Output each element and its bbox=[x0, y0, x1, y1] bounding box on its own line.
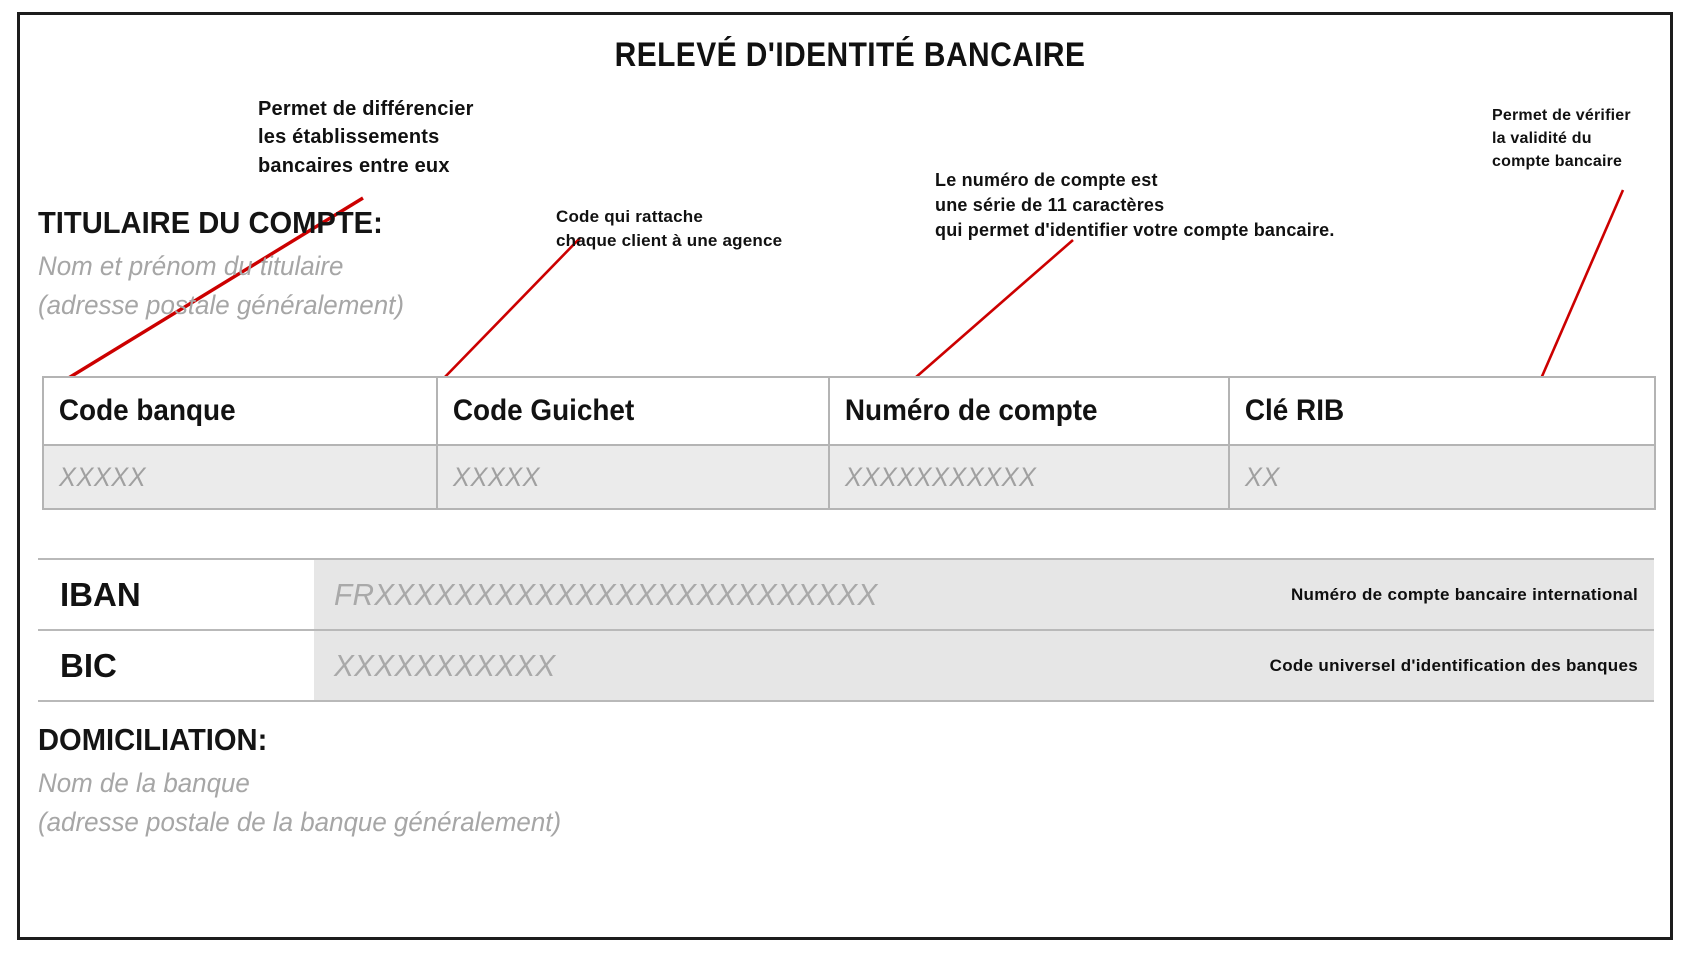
iban-value-container: FRXXXXXXXXXXXXXXXXXXXXXXXXX Numéro de co… bbox=[314, 560, 1654, 629]
bank-address-placeholder: (adresse postale de la banque généraleme… bbox=[38, 807, 562, 838]
cell-value: XX bbox=[1245, 461, 1280, 492]
column-header-cle-rib: Clé RIB bbox=[1228, 376, 1656, 446]
bic-description: Code universel d'identification des banq… bbox=[1269, 655, 1638, 675]
bic-label: BIC bbox=[38, 631, 314, 700]
bic-value-container: XXXXXXXXXXX Code universel d'identificat… bbox=[314, 631, 1654, 700]
bic-value: XXXXXXXXXXX bbox=[334, 647, 556, 683]
cell-value: XXXXX bbox=[59, 461, 147, 492]
iban-description: Numéro de compte bancaire international bbox=[1290, 584, 1638, 604]
cell-numero-compte: XXXXXXXXXXX bbox=[828, 444, 1230, 510]
column-header-numero-compte: Numéro de compte bbox=[828, 376, 1230, 446]
page-title: RELEVÉ D'IDENTITÉ BANCAIRE bbox=[614, 36, 1086, 74]
domiciliation-heading: DOMICILIATION: bbox=[38, 722, 268, 757]
account-holder-section: TITULAIRE DU COMPTE: Nom et prénom du ti… bbox=[38, 205, 419, 325]
cell-value: XXXXX bbox=[453, 461, 541, 492]
iban-row: IBAN FRXXXXXXXXXXXXXXXXXXXXXXXXX Numéro … bbox=[38, 558, 1654, 629]
annotation-code-banque: Permet de différencier les établissement… bbox=[258, 98, 474, 177]
table-row: XXXXX XXXXX XXXXXXXXXXX XX bbox=[42, 444, 1656, 510]
document-border-frame bbox=[17, 12, 1673, 940]
column-header-label: Numéro de compte bbox=[844, 394, 1098, 427]
bank-domiciliation-section: DOMICILIATION: Nom de la banque (adresse… bbox=[38, 722, 583, 842]
rib-code-table: Code banque Code Guichet Numéro de compt… bbox=[42, 376, 1656, 510]
iban-bic-section: IBAN FRXXXXXXXXXXXXXXXXXXXXXXXXX Numéro … bbox=[38, 558, 1654, 702]
column-header-label: Clé RIB bbox=[1244, 394, 1345, 427]
cell-cle-rib: XX bbox=[1228, 444, 1656, 510]
bic-row: BIC XXXXXXXXXXX Code universel d'identif… bbox=[38, 629, 1654, 702]
column-header-code-banque: Code banque bbox=[42, 376, 438, 446]
column-header-label: Code Guichet bbox=[452, 394, 635, 427]
column-header-label: Code banque bbox=[58, 394, 236, 427]
account-holder-address-placeholder: (adresse postale généralement) bbox=[38, 290, 404, 321]
annotation-numero-compte: Le numéro de compte est une série de 11 … bbox=[935, 170, 1335, 241]
annotation-cle-rib: Permet de vérifier la validité du compte… bbox=[1492, 107, 1631, 171]
iban-label: IBAN bbox=[38, 560, 314, 629]
bank-name-placeholder: Nom de la banque bbox=[38, 768, 250, 798]
column-header-code-guichet: Code Guichet bbox=[436, 376, 830, 446]
cell-code-banque: XXXXX bbox=[42, 444, 438, 510]
cell-value: XXXXXXXXXXX bbox=[845, 461, 1037, 492]
table-header-row: Code banque Code Guichet Numéro de compt… bbox=[42, 376, 1656, 446]
iban-value: FRXXXXXXXXXXXXXXXXXXXXXXXXX bbox=[334, 576, 878, 612]
account-holder-name-placeholder: Nom et prénom du titulaire bbox=[38, 251, 344, 281]
account-holder-heading: TITULAIRE DU COMPTE: bbox=[38, 205, 383, 240]
annotation-code-guichet: Code qui rattache chaque client à une ag… bbox=[556, 207, 783, 251]
cell-code-guichet: XXXXX bbox=[436, 444, 830, 510]
